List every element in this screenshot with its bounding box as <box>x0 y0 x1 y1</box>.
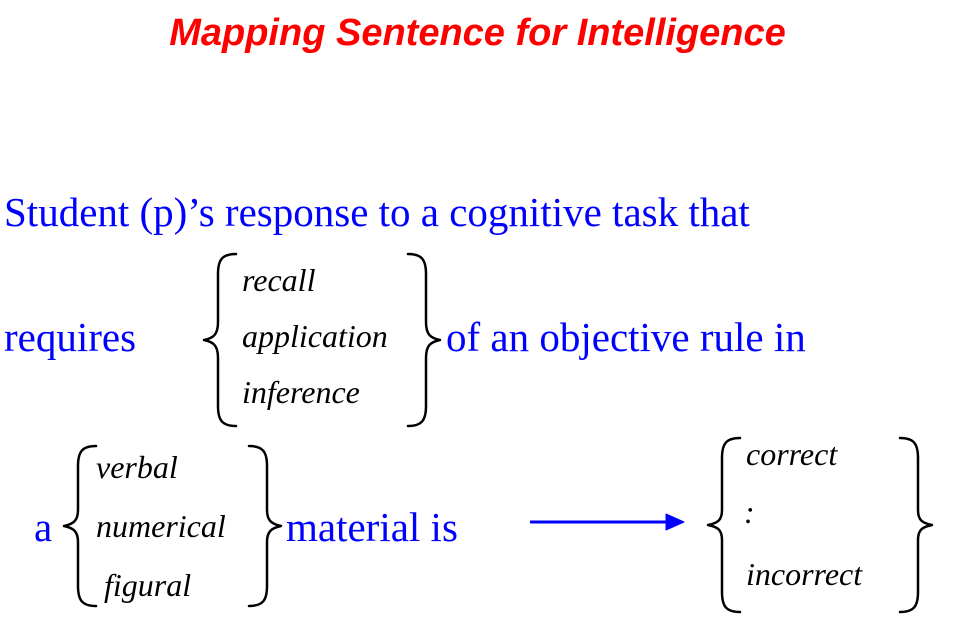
left-brace-material-facet <box>62 444 98 608</box>
facet-option-verbal: verbal <box>96 449 178 485</box>
sentence-material-is: material is <box>286 504 458 550</box>
mapping-arrow <box>530 513 685 531</box>
sentence-requires: requires <box>4 314 137 360</box>
right-brace-task-facet <box>406 252 442 428</box>
facet-option-numerical: numerical <box>96 508 226 544</box>
facet-option-application: application <box>242 318 388 354</box>
facet-option-figural: figural <box>104 567 192 603</box>
right-brace-material-facet <box>247 444 283 608</box>
facet-option-inference: inference <box>242 374 360 410</box>
left-brace-task-facet <box>202 252 238 428</box>
outcome-incorrect: incorrect <box>746 556 863 592</box>
outcome-ellipsis: : <box>744 494 755 530</box>
sentence-a: a <box>34 504 53 550</box>
sentence-line-1: Student (p)’s response to a cognitive ta… <box>4 189 750 235</box>
facet-option-recall: recall <box>242 262 316 298</box>
left-brace-outcome-range <box>706 436 742 614</box>
diagram-title: Mapping Sentence for Intelligence <box>169 12 786 54</box>
right-brace-outcome-range <box>898 436 934 614</box>
sentence-objective-rule: of an objective rule in <box>446 314 806 360</box>
outcome-correct: correct <box>746 436 838 472</box>
